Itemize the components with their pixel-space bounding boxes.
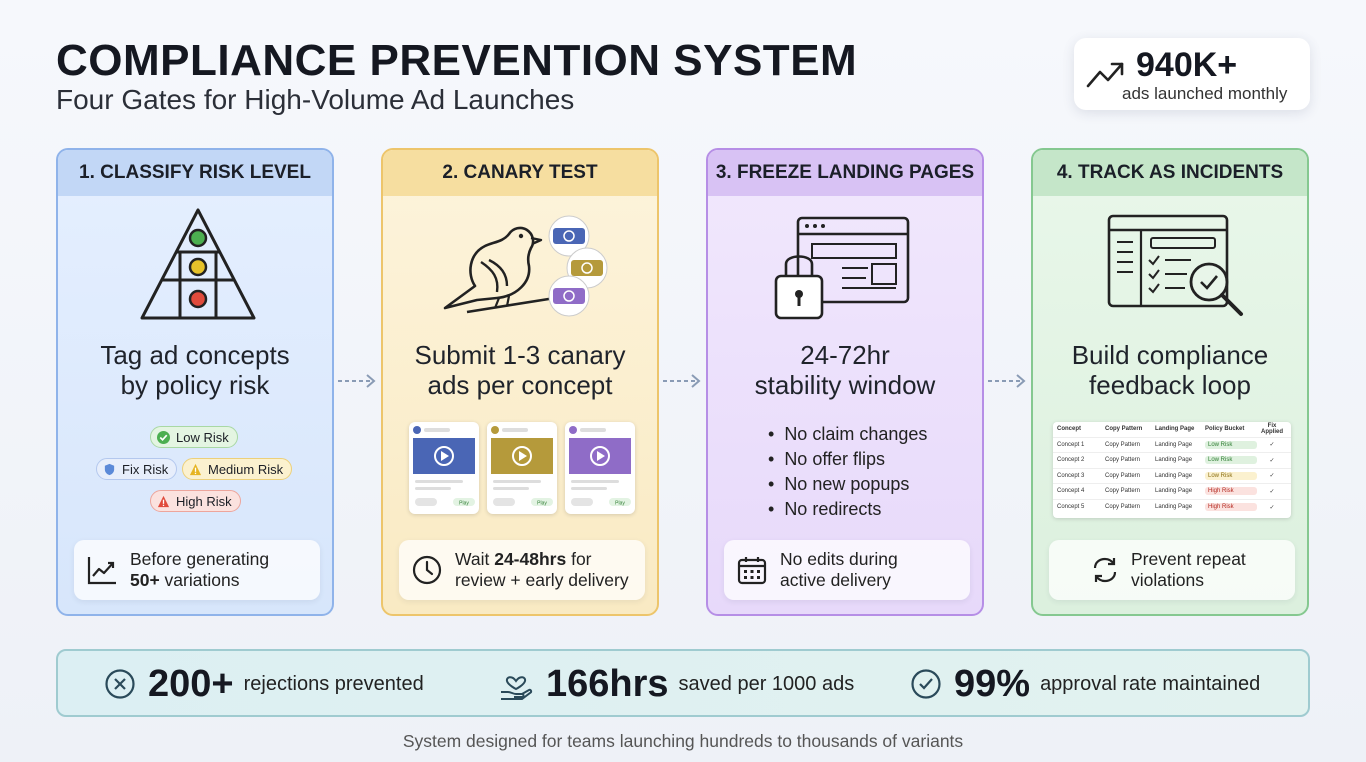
high-risk-tag: High Risk bbox=[150, 490, 241, 512]
play-label: Play bbox=[459, 501, 469, 507]
incident-table: Concept Copy Pattern Landing Page Policy… bbox=[1053, 422, 1291, 518]
refresh-cycle-icon bbox=[1093, 557, 1117, 583]
warning-icon bbox=[189, 463, 202, 475]
ad-bubbles-icon bbox=[548, 215, 608, 317]
gate-footer-note: Before generating 50+ variations bbox=[74, 540, 320, 600]
low-risk-tag: Low Risk bbox=[150, 426, 238, 448]
line-chart-icon bbox=[87, 557, 116, 585]
impact-stats-bar: 200+ rejections prevented 166hrs saved p… bbox=[56, 649, 1310, 717]
list-item: No offer flips bbox=[768, 447, 927, 472]
gate-canary-test: 2. CANARY TEST Submit 1-3 canary ads per… bbox=[381, 148, 659, 616]
gate-title: 3. FREEZE LANDING PAGES bbox=[708, 150, 982, 196]
calendar-icon bbox=[737, 557, 767, 585]
hours-saved-stat: 166hrs saved per 1000 ads bbox=[498, 659, 854, 709]
shield-icon bbox=[104, 463, 115, 475]
trending-up-icon bbox=[1086, 62, 1124, 88]
clock-icon bbox=[412, 555, 442, 585]
heart-hand-icon bbox=[501, 676, 533, 700]
play-label: Play bbox=[537, 501, 547, 507]
gate-main-text: Submit 1-3 canary ads per concept bbox=[414, 340, 626, 400]
gate-title: 1. CLASSIFY RISK LEVEL bbox=[58, 150, 332, 196]
approval-rate-stat: 99% approval rate maintained bbox=[910, 659, 1260, 709]
page-title: COMPLIANCE PREVENTION SYSTEM bbox=[56, 36, 858, 85]
gate-title: 4. TRACK AS INCIDENTS bbox=[1033, 150, 1307, 196]
gate-title: 2. CANARY TEST bbox=[383, 150, 657, 196]
monthly-ads-badge: 940K+ ads launched monthly bbox=[1074, 38, 1310, 110]
rejections-stat: 200+ rejections prevented bbox=[104, 659, 424, 709]
alert-icon bbox=[157, 495, 170, 507]
risk-pyramid-icon bbox=[140, 208, 256, 320]
gate-footer-note: Prevent repeat violations bbox=[1049, 540, 1295, 600]
footer-caption: System designed for teams launching hund… bbox=[402, 731, 964, 751]
list-item: No new popups bbox=[768, 472, 927, 497]
gate-freeze-landing-pages: 3. FREEZE LANDING PAGES 24-72hr stabilit… bbox=[706, 148, 984, 616]
page-subtitle: Four Gates for High-Volume Ad Launches bbox=[56, 84, 575, 115]
list-item: No redirects bbox=[768, 497, 927, 522]
gate-main-text: Tag ad concepts by policy risk bbox=[100, 340, 290, 400]
monthly-ads-label: ads launched monthly bbox=[1122, 84, 1288, 103]
fix-risk-tag: Fix Risk bbox=[96, 458, 178, 480]
flow-arrow-icon bbox=[988, 374, 1026, 388]
medium-risk-tag: Medium Risk bbox=[182, 458, 293, 480]
gate-track-incidents: 4. TRACK AS INCIDENTS Build compliance f… bbox=[1031, 148, 1309, 616]
canary-bird-icon bbox=[443, 226, 556, 314]
canary-ad-preview: Play bbox=[409, 422, 479, 514]
freeze-rules-list: No claim changes No offer flips No new p… bbox=[768, 422, 927, 522]
locked-webpage-icon bbox=[774, 216, 910, 320]
canary-ad-preview: Play bbox=[565, 422, 635, 514]
gate-main-text: 24-72hr stability window bbox=[754, 340, 936, 400]
gate-classify-risk: 1. CLASSIFY RISK LEVEL Tag ad concepts b… bbox=[56, 148, 334, 616]
incident-checklist-icon bbox=[1107, 214, 1243, 316]
flow-arrow-icon bbox=[663, 374, 701, 388]
play-label: Play bbox=[615, 501, 625, 507]
monthly-ads-value: 940K+ bbox=[1136, 46, 1238, 84]
table-header-row: Concept Copy Pattern Landing Page Policy… bbox=[1053, 422, 1291, 438]
gate-main-text: Build compliance feedback loop bbox=[1071, 340, 1269, 400]
list-item: No claim changes bbox=[768, 422, 927, 447]
check-circle-icon bbox=[157, 430, 170, 444]
gate-footer-note: No edits during active delivery bbox=[724, 540, 970, 600]
gate-footer-note: Wait 24-48hrs for review + early deliver… bbox=[399, 540, 645, 600]
x-circle-icon bbox=[105, 669, 135, 699]
flow-arrow-icon bbox=[338, 374, 376, 388]
check-circle-icon bbox=[911, 669, 941, 699]
canary-ad-preview: Play bbox=[487, 422, 557, 514]
